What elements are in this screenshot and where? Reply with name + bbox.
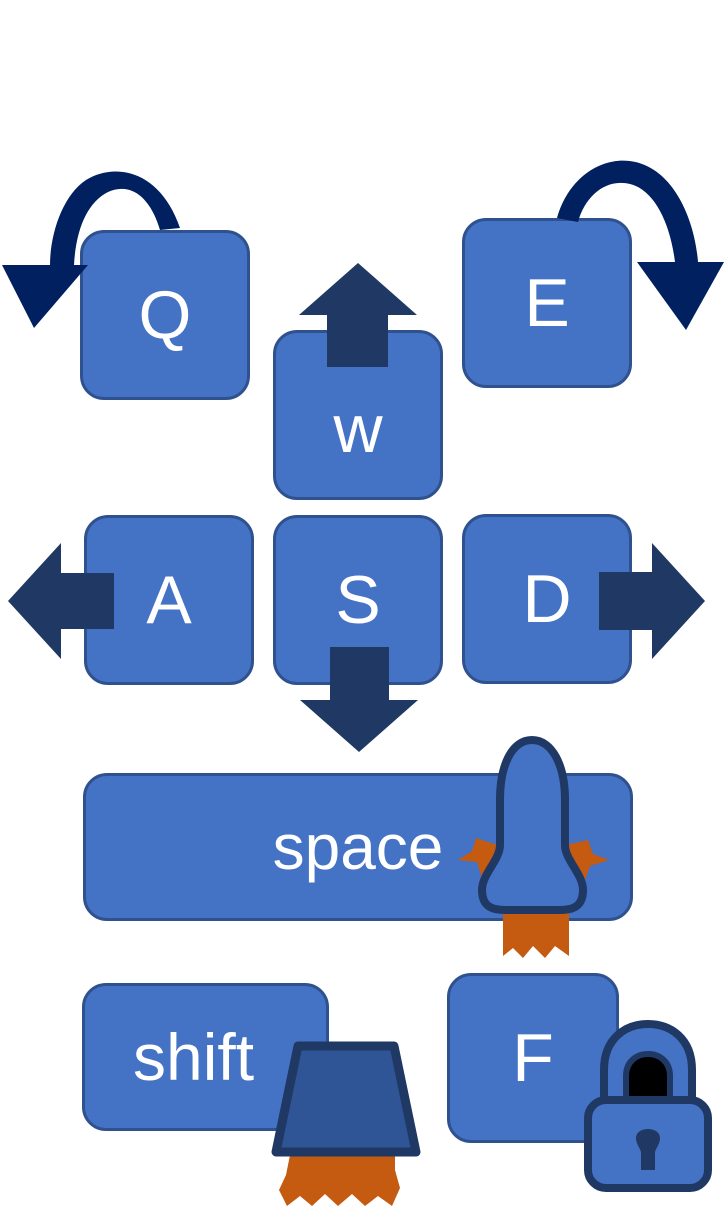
key-e-label: E: [524, 265, 570, 341]
key-e: E: [462, 218, 632, 388]
rotate-right-arrow-icon: [557, 160, 724, 330]
key-q: Q: [80, 230, 250, 400]
key-shift-label: shift: [133, 1020, 255, 1094]
arrow-up-icon: [299, 263, 417, 367]
key-d-label: D: [522, 561, 572, 637]
arrow-right-icon: [599, 543, 705, 659]
arrow-left-icon: [8, 543, 114, 659]
key-s-label: S: [335, 562, 381, 638]
thruster-icon: [271, 1041, 421, 1206]
arrow-down-icon: [300, 647, 418, 752]
key-space-label: space: [272, 811, 444, 883]
padlock-icon: [584, 1019, 712, 1192]
key-f-label: F: [512, 1020, 554, 1096]
key-q-label: Q: [138, 277, 192, 353]
rotate-left-arrow-icon: [2, 171, 180, 328]
key-w-label: w: [333, 391, 383, 467]
key-a-label: A: [146, 562, 192, 638]
key-f: F: [447, 973, 619, 1143]
rocket-icon: [458, 736, 609, 958]
